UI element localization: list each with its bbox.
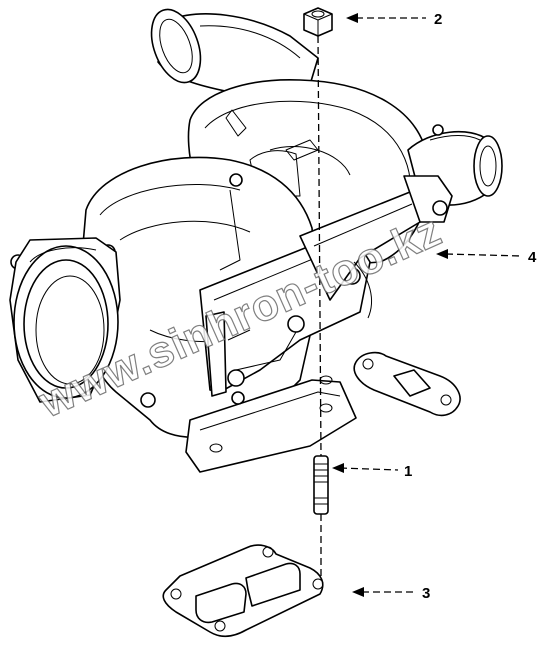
part-nut: [303, 7, 333, 37]
plate-bolt-icon: [231, 391, 245, 405]
callout-number-4: 4: [528, 249, 537, 266]
callout-3: 3: [352, 585, 430, 602]
callout-number-1: 1: [404, 463, 412, 480]
part-small-gasket: [353, 351, 461, 417]
assembly-axis-line: [317, 35, 322, 457]
strut-bracket: [299, 175, 453, 319]
inlet-bolt-icon: [432, 124, 444, 136]
turbocharger-assembly: [9, 8, 503, 473]
turbine-inlet-flange: [9, 237, 121, 403]
strut-bolt-icon: [432, 200, 448, 216]
turbine-outlet-flange: [185, 375, 357, 473]
flange-bolt-icon: [140, 392, 156, 408]
callout-1: 1: [332, 463, 412, 480]
callout-4: 4: [436, 249, 537, 266]
housing-bolt-icon: [229, 173, 243, 187]
arrow-head-icon: [346, 13, 358, 23]
callout-2: 2: [346, 11, 442, 28]
arrow-head-icon: [352, 587, 364, 597]
part-gasket: [162, 544, 324, 638]
arrow-head-icon: [332, 463, 344, 473]
callout-number-3: 3: [422, 585, 430, 602]
callout-number-2: 2: [434, 11, 442, 28]
part-stud: [313, 455, 329, 515]
arrow-head-icon: [436, 249, 448, 259]
plate-bolt-icon: [227, 369, 245, 387]
